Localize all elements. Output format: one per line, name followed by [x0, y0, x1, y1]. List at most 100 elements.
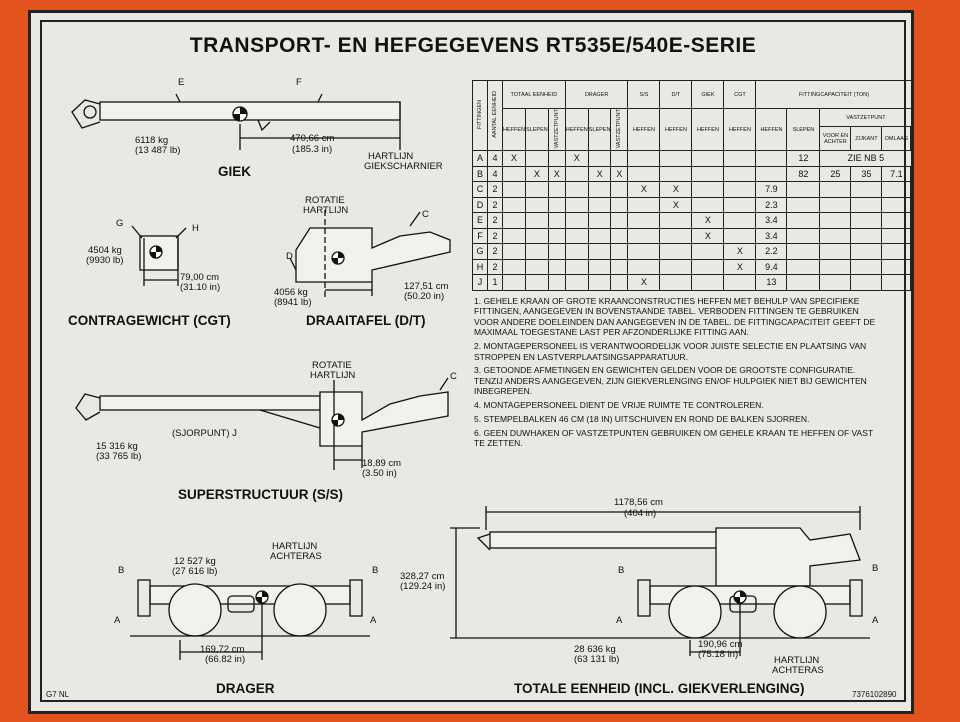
table-cell — [525, 150, 549, 167]
table-cell — [881, 258, 912, 276]
th-dr-slepen: SLEPEN — [587, 107, 612, 152]
table-cell — [691, 150, 725, 167]
dt-marker-c: C — [422, 209, 429, 220]
total-height: 328,27 cm — [400, 571, 445, 582]
table-cell: B — [472, 165, 488, 183]
total-marker-a-right: A — [872, 615, 879, 626]
table-cell — [910, 181, 913, 198]
table-cell — [910, 212, 913, 229]
table-cell — [547, 274, 566, 291]
table-cell: 2 — [487, 196, 503, 214]
table-cell — [786, 258, 821, 276]
page-title: TRANSPORT- EN HEFGEGEVENS RT535E/540E-SE… — [189, 34, 757, 57]
table-cell — [610, 196, 629, 214]
table-cell — [627, 212, 661, 229]
table-cell — [502, 212, 526, 229]
th-tot-slepen: SLEPEN — [525, 107, 549, 152]
table-cell — [819, 227, 852, 245]
table-cell — [587, 274, 612, 291]
th-fittingen: FITTINGEN — [477, 100, 483, 130]
table-cell — [547, 243, 566, 260]
table-cell — [819, 212, 852, 229]
dt-dist: 127,51 cm — [404, 281, 449, 292]
table-cell — [723, 227, 757, 245]
dt-weight-lb: (8941 lb) — [274, 297, 312, 308]
table-cell — [610, 181, 629, 198]
footer-left: G7 NL — [46, 690, 70, 699]
table-cell — [691, 196, 725, 214]
ss-dist-in: (3.50 in) — [362, 468, 397, 479]
table-cell — [755, 165, 788, 183]
th-cgt: CGT — [723, 80, 757, 109]
dt-marker-d: D — [286, 251, 293, 262]
table-cell — [525, 258, 549, 276]
note-4: 4. MONTAGEPERSONEEL DIENT DE VRIJE RUIMT… — [474, 400, 764, 411]
th-totaal: TOTAAL EENHEID — [502, 80, 566, 109]
cgt-dist-in: (31.10 in) — [180, 282, 221, 293]
table-cell — [502, 181, 526, 198]
table-cell — [587, 227, 612, 245]
table-cell — [659, 274, 693, 291]
table-cell: X — [627, 181, 661, 198]
table-cell — [786, 181, 821, 198]
table-cell — [610, 243, 629, 260]
table-cell — [786, 227, 821, 245]
carrier-marker-a-right: A — [370, 615, 377, 626]
boom-length: 470,66 cm — [290, 133, 335, 144]
th-ss: S/S — [627, 80, 661, 109]
table-cell: 12 — [786, 150, 821, 167]
ss-label: SUPERSTRUCTUUR (S/S) — [178, 487, 344, 502]
table-cell — [610, 227, 629, 245]
cgt-dist: 79,00 cm — [180, 272, 220, 283]
carrier-axle-2: ACHTERAS — [270, 551, 322, 562]
table-cell — [547, 212, 566, 229]
total-label: TOTALE EENHEID (INCL. GIEKVERLENGING) — [514, 681, 805, 696]
carrier-label: DRAGER — [216, 681, 275, 696]
cgt-weight: 4504 kg — [88, 245, 122, 256]
th-tot-vastzetpunt: VASTZETPUNT — [553, 109, 560, 149]
table-cell: 3.4 — [755, 212, 788, 229]
table-cell: 9.4 — [755, 258, 788, 276]
table-cell — [547, 258, 566, 276]
th-dt-heffen: HEFFEN — [659, 107, 693, 152]
table-cell — [723, 165, 757, 183]
table-cell — [525, 181, 549, 198]
table-cell — [587, 196, 612, 214]
carrier-dist-in: (66.82 in) — [205, 654, 246, 665]
table-cell — [786, 212, 821, 229]
marker-h: H — [192, 223, 199, 234]
table-cell — [525, 196, 549, 214]
boom-hinge-1: HARTLIJN — [368, 151, 414, 162]
table-cell: ZIE NB 5 — [819, 150, 913, 167]
table-cell: 82 — [786, 165, 821, 183]
cgt-weight-lb: (9930 lb) — [86, 255, 124, 266]
total-dist-in: (75.18 in) — [698, 649, 739, 660]
th-dt: D/T — [659, 80, 693, 109]
table-cell — [502, 243, 526, 260]
table-cell — [587, 181, 612, 198]
superstructure-drawing — [75, 377, 449, 470]
ss-sjorpunt: (SJORPUNT) J — [172, 428, 237, 439]
ss-rotation-1: ROTATIE — [312, 360, 352, 371]
total-height-in: (129.24 in) — [400, 581, 446, 592]
table-cell — [547, 227, 566, 245]
table-cell — [587, 212, 612, 229]
table-cell: A — [472, 150, 488, 167]
table-cell: 3.4 — [755, 227, 788, 245]
table-cell — [723, 181, 757, 198]
table-cell — [627, 258, 661, 276]
table-cell — [627, 150, 661, 167]
dt-dist-in: (50.20 in) — [404, 291, 445, 302]
table-cell — [564, 243, 589, 260]
table-cell — [723, 150, 757, 167]
th-tot-heffen: HEFFEN — [502, 107, 526, 152]
table-cell — [564, 196, 589, 214]
table-cell — [910, 243, 913, 260]
table-cell — [723, 212, 757, 229]
table-cell — [502, 258, 526, 276]
table-cell — [564, 212, 589, 229]
